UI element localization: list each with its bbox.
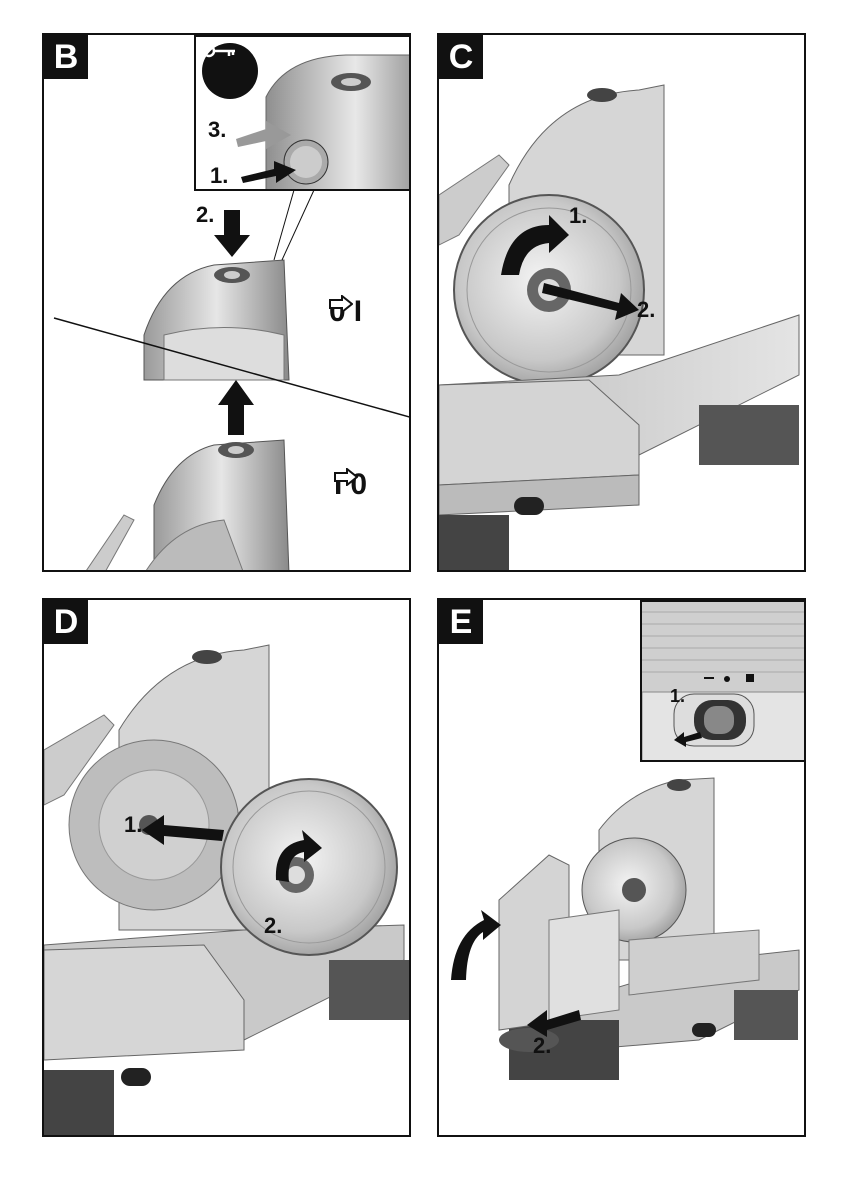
step-2-label: 2.	[533, 1033, 551, 1059]
inset-e-illustration	[642, 602, 806, 762]
step-1-label: 1.	[670, 686, 685, 707]
step-1-label: 1.	[210, 163, 228, 189]
switch-off-indicator: I 0	[334, 468, 367, 502]
panel-d: D 1. 2.	[42, 598, 411, 1137]
panel-letter-e: E	[439, 600, 483, 644]
step-3-label: 3.	[208, 117, 226, 143]
step-2-label: 2.	[264, 913, 282, 939]
panel-letter-d: D	[44, 600, 88, 644]
step-1-label: 1.	[124, 812, 142, 838]
panel-c: C 1. 2.	[437, 33, 806, 572]
step-1-label: 1.	[569, 203, 587, 229]
panel-d-illustration	[44, 600, 411, 1137]
step-2-label: 2.	[196, 202, 214, 228]
state-on-to: I	[354, 295, 362, 329]
panel-e: E	[437, 598, 806, 1137]
step-2-label: 2.	[637, 297, 655, 323]
switch-on-indicator: 0 I	[329, 295, 362, 329]
panel-e-inset: 1.	[640, 600, 806, 762]
panel-c-illustration	[439, 35, 806, 572]
panel-b-inset: 3. 1.	[194, 35, 411, 191]
key-icon	[202, 43, 258, 99]
panel-letter-c: C	[439, 35, 483, 79]
panel-letter-b: B	[44, 35, 88, 79]
panel-b: B	[42, 33, 411, 572]
